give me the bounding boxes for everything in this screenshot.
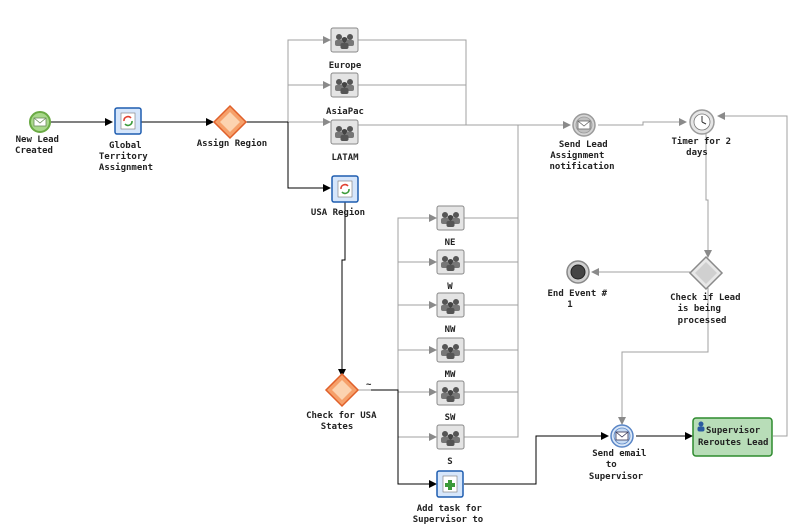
flow-send-to-timer: [598, 118, 687, 126]
gray-flows: [287, 36, 788, 441]
w-label: W: [447, 282, 453, 292]
flow-reroute-loop: [717, 112, 788, 437]
refresh-icon: [337, 180, 353, 198]
add-task-label: Add task for Supervisor to: [413, 504, 487, 524]
people-icon: [441, 256, 460, 271]
global-territory-label: Global Territory Assignment: [99, 141, 153, 173]
check-lead-gateway[interactable]: [688, 255, 724, 291]
assign-region-gateway[interactable]: [212, 104, 248, 140]
end-event[interactable]: [566, 260, 590, 284]
people-icon: [441, 299, 460, 314]
people-icon: [441, 387, 460, 402]
add-task-icon: [442, 475, 458, 493]
end-event-label: End Event # 1: [547, 289, 612, 310]
check-usa-label: Check for USA States: [306, 411, 382, 432]
w-task[interactable]: [436, 292, 465, 318]
envelope-icon: [33, 117, 47, 127]
flow-timer-to-check: [704, 134, 712, 258]
check-lead-label: Check if Lead is being processed: [670, 292, 746, 326]
latam-label: LATAM: [331, 153, 359, 163]
envelope-icon: [577, 120, 591, 130]
europe-task[interactable]: [330, 27, 359, 53]
send-lead-label: Send Lead Assignment notification: [549, 140, 614, 172]
flow-check-to-email: [618, 288, 709, 425]
send-lead-event[interactable]: [572, 113, 596, 137]
people-icon: [335, 34, 354, 49]
timer-label: Timer for 2 days: [671, 136, 736, 158]
usa-region-label: USA Region: [311, 207, 365, 218]
user-icon: [697, 421, 705, 432]
send-email-label: Send email to Supervisor: [589, 448, 652, 482]
mw-label: MW: [445, 370, 456, 380]
refresh-icon: [120, 112, 136, 130]
check-usa-gateway[interactable]: [324, 372, 360, 408]
nw-label: NW: [445, 325, 456, 335]
flow-usa-to-check: [338, 202, 346, 377]
global-territory-task[interactable]: [114, 107, 142, 135]
assign-region-label: Assign Region: [197, 138, 267, 149]
ne-task[interactable]: [436, 249, 465, 275]
s-label: S: [447, 457, 452, 467]
start-event[interactable]: [29, 111, 51, 133]
europe-label: Europe: [329, 61, 362, 71]
nw-task[interactable]: [436, 337, 465, 363]
region-task-1[interactable]: [436, 205, 465, 231]
people-icon: [441, 431, 460, 446]
people-icon: [441, 344, 460, 359]
flow-states-join: [464, 217, 519, 438]
flow-assign-to-usa: [287, 122, 331, 192]
asiapac-task[interactable]: [330, 72, 359, 98]
asiapac-label: AsiaPac: [326, 106, 364, 117]
flow-to-r1: [397, 214, 437, 392]
sw-label: SW: [445, 413, 456, 423]
supervisor-reroutes-label: Supervisor Reroutes Lead: [698, 425, 768, 448]
envelope-icon: [615, 431, 629, 441]
people-icon: [441, 212, 460, 227]
start-label: New Lead Created: [15, 135, 64, 156]
flow-europe-out: [358, 39, 467, 125]
supervisor-reroutes-task[interactable]: [692, 417, 773, 457]
add-task-supervisor[interactable]: [436, 470, 464, 498]
clock-icon: [693, 113, 711, 131]
people-icon: [335, 79, 354, 94]
usa-region-task[interactable]: [331, 175, 359, 203]
flow-to-europe: [287, 36, 331, 122]
flow-addtask-to-email: [464, 432, 609, 485]
black-flows: [51, 118, 693, 488]
people-icon: [335, 126, 354, 141]
mw-task[interactable]: [436, 380, 465, 406]
default-flow-marker: ~: [366, 380, 372, 390]
timer-event[interactable]: [689, 109, 715, 135]
ne-label: NE: [445, 238, 456, 248]
sw-task[interactable]: [436, 424, 465, 450]
latam-task[interactable]: [330, 119, 359, 145]
send-email-event[interactable]: [610, 424, 634, 448]
flow-check-to-addtask: [371, 389, 437, 488]
